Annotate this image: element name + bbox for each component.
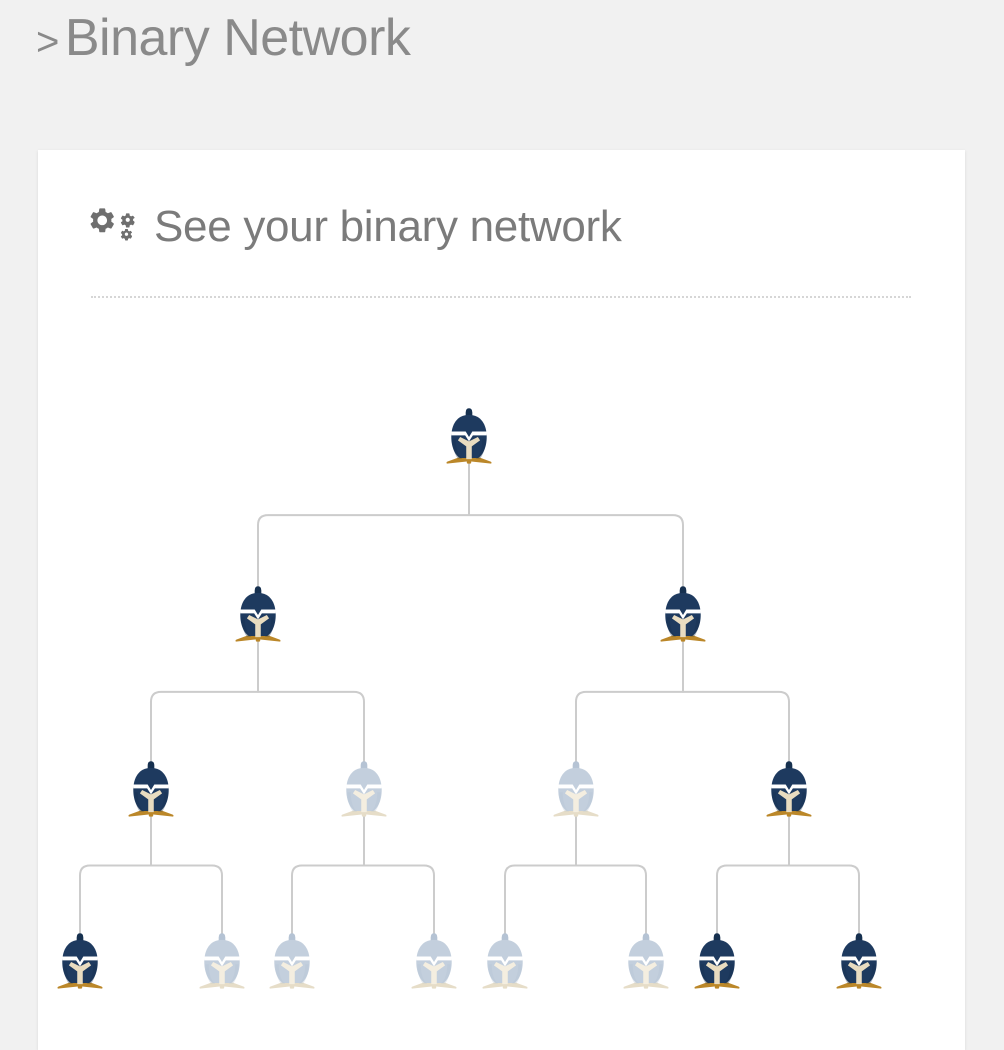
page-title: > Binary Network xyxy=(36,8,411,68)
tree-node-n6[interactable] xyxy=(548,759,604,821)
binary-network-card: See your binary network xyxy=(38,150,965,1050)
spartan-helmet-icon xyxy=(235,586,281,642)
connector-branch xyxy=(682,690,790,763)
breadcrumb-chevron-icon: > xyxy=(36,20,59,64)
connector-branch xyxy=(257,514,470,588)
connector-branch xyxy=(257,690,365,763)
connector-branch xyxy=(291,864,365,935)
spartan-helmet-icon xyxy=(199,933,245,989)
spartan-helmet-icon xyxy=(482,933,528,989)
spartan-helmet-icon xyxy=(553,761,599,817)
tree-node-n4[interactable] xyxy=(123,759,179,821)
tree-connectors xyxy=(79,463,860,935)
tree-node-n5[interactable] xyxy=(336,759,392,821)
tree-node-n13[interactable] xyxy=(618,931,674,993)
connector-branch xyxy=(150,690,259,763)
spartan-helmet-icon xyxy=(411,933,457,989)
connector-branch xyxy=(575,690,684,763)
spartan-helmet-icon xyxy=(836,933,882,989)
header-divider xyxy=(91,296,911,298)
spartan-helmet-icon xyxy=(341,761,387,817)
tree-node-n14[interactable] xyxy=(689,931,745,993)
spartan-helmet-icon xyxy=(269,933,315,989)
binary-tree xyxy=(38,150,965,1050)
connector-branch xyxy=(150,864,223,935)
connector-branch xyxy=(504,864,577,935)
connector-branch xyxy=(575,864,647,935)
tree-node-n7[interactable] xyxy=(761,759,817,821)
tree-node-n2[interactable] xyxy=(230,584,286,646)
tree-node-n9[interactable] xyxy=(194,931,250,993)
tree-node-n15[interactable] xyxy=(831,931,887,993)
page-title-text: Binary Network xyxy=(64,9,411,67)
cogs-icon xyxy=(90,208,135,241)
spartan-helmet-icon xyxy=(623,933,669,989)
connector-branch xyxy=(788,864,860,935)
tree-node-n8[interactable] xyxy=(52,931,108,993)
card-header: See your binary network xyxy=(90,202,622,252)
spartan-helmet-icon xyxy=(57,933,103,989)
spartan-helmet-icon xyxy=(694,933,740,989)
spartan-helmet-icon xyxy=(446,408,492,464)
tree-node-n1[interactable] xyxy=(441,406,497,468)
tree-node-n11[interactable] xyxy=(406,931,462,993)
tree-node-n10[interactable] xyxy=(264,931,320,993)
spartan-helmet-icon xyxy=(128,761,174,817)
spartan-helmet-icon xyxy=(660,586,706,642)
connector-branch xyxy=(363,864,435,935)
connector-branch xyxy=(716,864,790,935)
connector-branch xyxy=(468,514,684,588)
connector-branch xyxy=(79,864,152,935)
spartan-helmet-icon xyxy=(766,761,812,817)
tree-node-n3[interactable] xyxy=(655,584,711,646)
tree-node-n12[interactable] xyxy=(477,931,533,993)
card-title: See your binary network xyxy=(154,202,622,251)
